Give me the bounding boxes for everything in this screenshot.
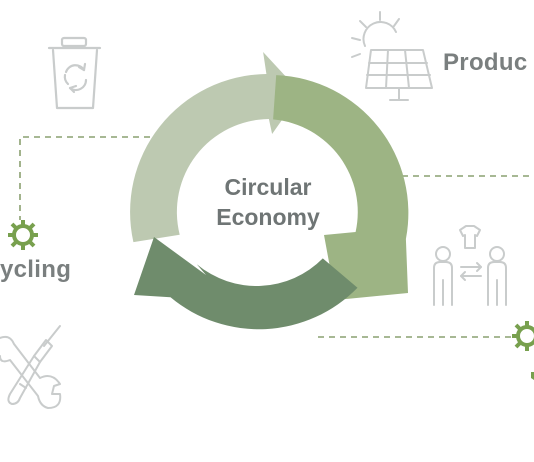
- solar-panel-sun-icon: [351, 11, 433, 101]
- dashed-connectors: [19, 136, 534, 338]
- center-title-line1: Circular: [224, 174, 312, 200]
- people-exchange-clothing-icon: [433, 225, 507, 306]
- label-production: Produc: [443, 49, 528, 76]
- cycle-arrows: [130, 52, 409, 330]
- gear-icon: [8, 220, 38, 250]
- gear-icon: [512, 321, 534, 351]
- cycle-arrow-dark: [134, 237, 358, 330]
- cycle-arrow-medium: [273, 75, 409, 300]
- trash-bin-recycle-icon: [47, 36, 102, 110]
- center-title: Circular Economy: [168, 172, 368, 232]
- center-title-line2: Economy: [216, 204, 320, 230]
- gear-fragment-icon: [531, 372, 534, 380]
- cycle-arrow-light: [130, 52, 301, 243]
- tools-repair-icon: [0, 325, 62, 409]
- label-recycling: ycling: [0, 256, 72, 283]
